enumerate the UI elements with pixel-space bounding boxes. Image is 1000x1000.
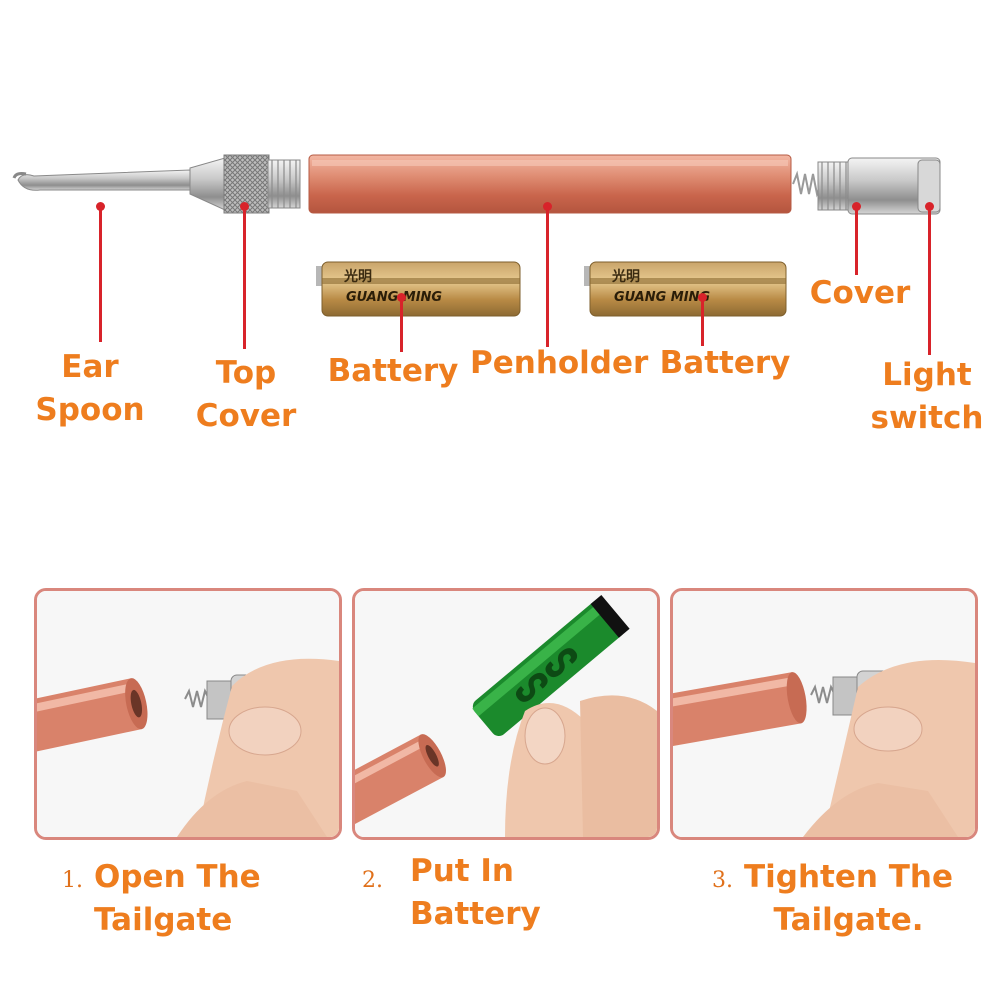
- label-battery-left: Battery: [327, 353, 459, 389]
- step-2-number: 2.: [362, 868, 383, 893]
- label-top-cover: Top Cover: [195, 355, 297, 435]
- battery-left-brand-en: GUANG MING: [346, 290, 443, 305]
- cover-leader: [855, 207, 858, 275]
- battery-left-leader: [400, 298, 403, 352]
- label-ear-spoon: Ear Spoon: [35, 349, 145, 429]
- label-battery-right: Battery: [659, 345, 791, 381]
- top-cover-marker: [240, 202, 249, 211]
- battery-right-marker: [698, 293, 707, 302]
- cover-marker: [852, 202, 861, 211]
- label-cover: Cover: [809, 275, 911, 311]
- product-diagram: [12, 154, 941, 317]
- step-3-photo: [670, 588, 978, 840]
- penholder-tube: [308, 154, 792, 214]
- label-penholder: Penholder: [470, 345, 649, 381]
- step-1-illustration: [37, 591, 339, 837]
- ear-spoon-leader: [99, 207, 102, 342]
- battery-right-brand-en: GUANG MING: [614, 290, 711, 305]
- penholder-leader: [546, 207, 549, 347]
- battery-left-brand-cn: 光明: [344, 269, 372, 285]
- label-light-switch: Light switch: [870, 357, 984, 437]
- step-1-photo: [34, 588, 342, 840]
- step-3-text: Tighten The Tailgate.: [744, 859, 953, 939]
- battery-left: [316, 261, 521, 317]
- step-3-number: 3.: [712, 868, 733, 893]
- step-2-photo: ᔕᔕ: [352, 588, 660, 840]
- step-3-illustration: [673, 591, 975, 837]
- battery-right: [584, 261, 787, 317]
- ear-spoon-marker: [96, 202, 105, 211]
- ear-spoon-part: [12, 154, 301, 214]
- battery-left-marker: [397, 293, 406, 302]
- battery-right-brand-cn: 光明: [612, 269, 640, 285]
- battery-right-leader: [701, 298, 704, 346]
- step-2-illustration: ᔕᔕ: [355, 591, 657, 837]
- step-1-number: 1.: [62, 868, 83, 893]
- top-cover-leader: [243, 207, 246, 349]
- step-1-text: Open The Tailgate: [94, 859, 261, 939]
- light-switch-leader: [928, 207, 931, 355]
- tail-cover-part: [792, 157, 941, 215]
- step-2-text: Put In Battery: [410, 853, 541, 933]
- penholder-marker: [543, 202, 552, 211]
- light-switch-marker: [925, 202, 934, 211]
